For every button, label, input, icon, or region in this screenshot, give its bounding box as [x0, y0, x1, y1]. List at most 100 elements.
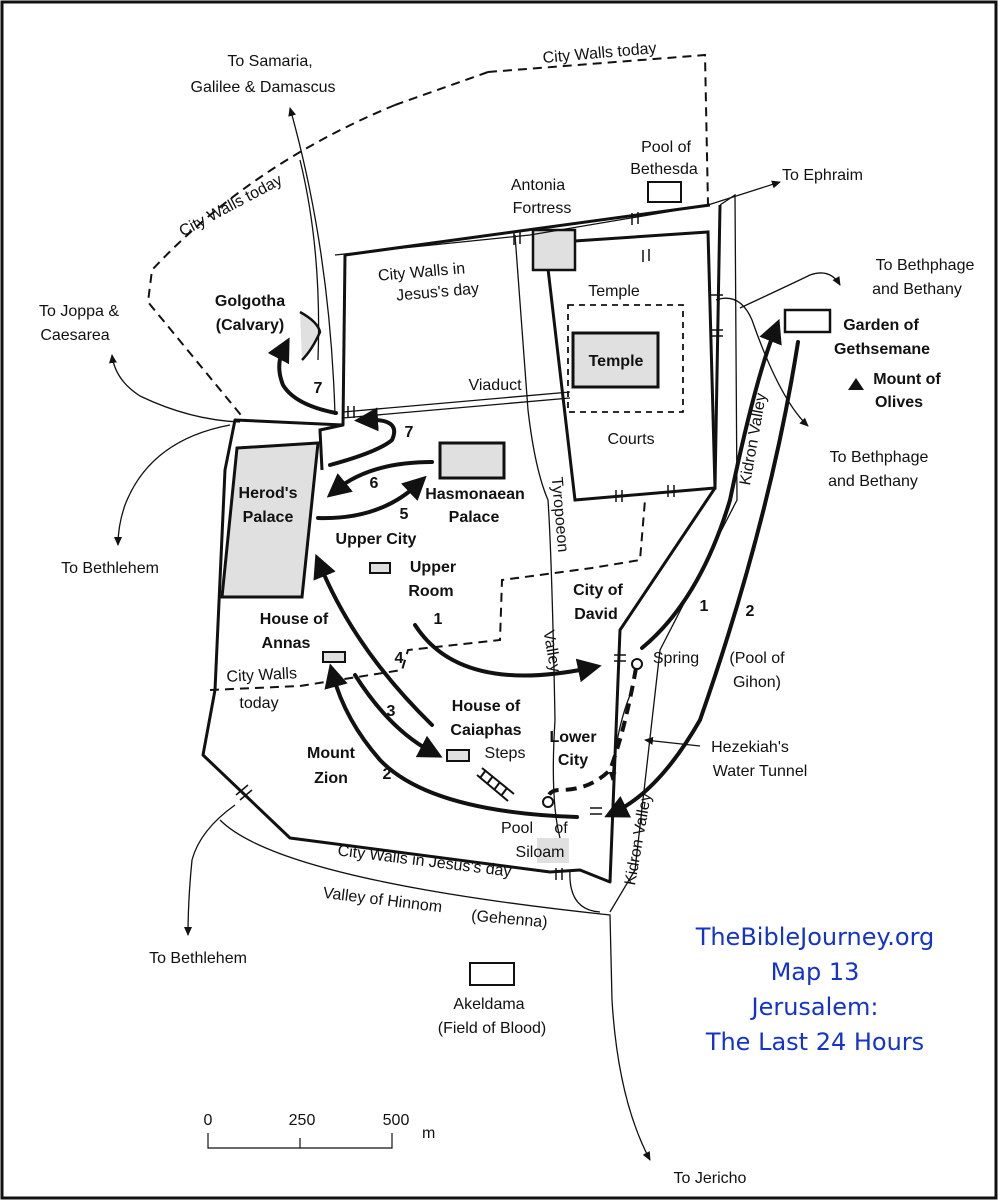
city-walls-today-nw: [394, 71, 489, 106]
label-lower-city-2: City: [558, 752, 588, 769]
label-hezekiah-2: Water Tunnel: [713, 763, 808, 780]
label-walls-jesus-2: Jesus's day: [395, 280, 479, 304]
route-number-4: 4: [395, 650, 404, 667]
road-samaria: [288, 107, 336, 416]
route-6-hasmonaean-to-herod: [326, 460, 434, 498]
spring-marker: [631, 658, 643, 670]
label-golgotha-2: (Calvary): [216, 317, 284, 334]
city-walls-jesus-day: [201, 203, 722, 884]
steps-symbol: [476, 767, 515, 802]
label-steps: Steps: [485, 745, 526, 762]
label-tyropoeon: Tyropoeon: [548, 476, 572, 553]
route-number-1-kidron: 1: [700, 598, 709, 615]
hezekiah-flow: [608, 694, 631, 781]
label-siloam-1: Pool: [501, 820, 533, 837]
label-akeldama-2: (Field of Blood): [438, 1020, 547, 1037]
pool-of-bethesda: [647, 181, 682, 203]
mount-of-olives-triangle: [848, 378, 864, 390]
label-olives-1: Mount of: [873, 371, 941, 388]
label-pool-bethesda-1: Pool of: [641, 139, 691, 156]
garden-of-gethsemane-building: [783, 308, 832, 334]
label-city-david-1: City of: [573, 582, 623, 599]
label-city-walls-today-left: City Walls today: [177, 172, 286, 241]
scale-tick-250: 250: [289, 1112, 316, 1129]
label-to-bethlehem-2: To Bethlehem: [149, 950, 247, 967]
label-to-ephraim: To Ephraim: [782, 167, 863, 184]
house-of-caiaphas-building: [446, 749, 470, 762]
label-tyropoeon-valley: Valley: [539, 629, 563, 674]
gate-marks: [235, 212, 723, 880]
temple-enclosure: [543, 230, 717, 502]
label-city-walls-today-bottom-1: City Walls: [226, 665, 297, 686]
label-upper-city: Upper City: [336, 531, 417, 548]
label-gethsemane-1: Garden of: [843, 317, 919, 334]
label-courts: Courts: [607, 431, 654, 448]
golgotha-hill: [299, 310, 322, 361]
label-antonia-1: Antonia: [511, 177, 565, 194]
label-to-bethphage-2a: To Bethphage: [830, 449, 929, 466]
route-5-herod-to-hasmonaean: [316, 475, 427, 521]
label-hasmonaean-2: Palace: [449, 509, 500, 526]
label-pool-bethesda-2: Bethesda: [630, 161, 698, 178]
label-siloam-2: Siloam: [516, 844, 565, 861]
temple-building: [571, 331, 660, 389]
label-upper-room-1: Upper: [410, 559, 456, 576]
label-to-bethphage-1b: and Bethany: [872, 281, 962, 298]
label-mount-zion-2: Zion: [314, 770, 348, 787]
scale-unit: m: [422, 1125, 435, 1142]
route-number-7-upper: 7: [314, 380, 323, 397]
label-temple: Temple: [589, 353, 644, 370]
route-2-to-annas: [324, 663, 579, 819]
label-to-joppa-1: To Joppa &: [39, 303, 119, 320]
upper-room-building: [369, 562, 391, 574]
label-to-samaria-2: Galilee & Damascus: [191, 79, 336, 96]
roads: [108, 107, 841, 1161]
road-bethphage-2: [715, 297, 809, 427]
label-mount-zion-1: Mount: [307, 745, 356, 762]
credit-site: TheBibleJourney.org: [695, 923, 935, 951]
hasmonaean-palace-building: [438, 441, 506, 480]
herods-palace-building: [220, 441, 320, 599]
label-house-caiaphas-1: House of: [452, 698, 521, 715]
route-number-6: 6: [370, 475, 379, 492]
scale-bar: [207, 1133, 393, 1149]
route-4-caiaphas-to-herod: [313, 553, 434, 727]
label-golgotha-1: Golgotha: [215, 293, 285, 310]
label-upper-room-2: Room: [408, 583, 453, 600]
hezekiah-pointer: [644, 736, 701, 747]
route-number-2-kidron: 2: [746, 603, 755, 620]
route-2-from-gethsemane: [604, 340, 800, 818]
route-number-7-lower: 7: [405, 424, 414, 441]
label-to-bethphage-2b: and Bethany: [828, 473, 918, 490]
hezekiahs-water-tunnel: [546, 667, 638, 801]
route-1-to-gethsemane: [640, 318, 782, 650]
label-hezekiah-1: Hezekiah's: [711, 739, 789, 756]
route-7-herod-out: [328, 407, 397, 467]
label-akeldama-1: Akeldama: [453, 996, 524, 1013]
route-7-to-golgotha: [267, 337, 338, 415]
credit-title-1: Jerusalem:: [751, 993, 879, 1021]
route-arrows: [267, 318, 800, 819]
label-viaduct: Viaduct: [468, 377, 522, 394]
label-walls-jesus-bottom: City Walls in Jesus's day: [337, 842, 513, 880]
label-to-samaria-1: To Samaria,: [227, 53, 312, 70]
label-antonia-2: Fortress: [513, 200, 572, 217]
antonia-fortress-building: [531, 228, 577, 272]
label-gethsemane-2: Gethsemane: [834, 341, 930, 358]
road-ephraim: [334, 180, 781, 256]
city-walls-today-north: [487, 53, 709, 206]
akeldama-building: [469, 962, 515, 986]
road-bethlehem-south: [184, 804, 236, 936]
house-of-annas-building: [322, 651, 346, 663]
route-number-3: 3: [387, 703, 396, 720]
label-herods-2: Palace: [243, 509, 294, 526]
label-house-annas-1: House of: [260, 611, 329, 628]
label-gihon-1: (Pool of: [729, 650, 785, 667]
pool-of-siloam-area: [537, 838, 569, 863]
label-temple-area: Temple: [588, 283, 640, 300]
label-city-david-2: David: [574, 606, 618, 623]
scale-tick-0: 0: [204, 1112, 213, 1129]
